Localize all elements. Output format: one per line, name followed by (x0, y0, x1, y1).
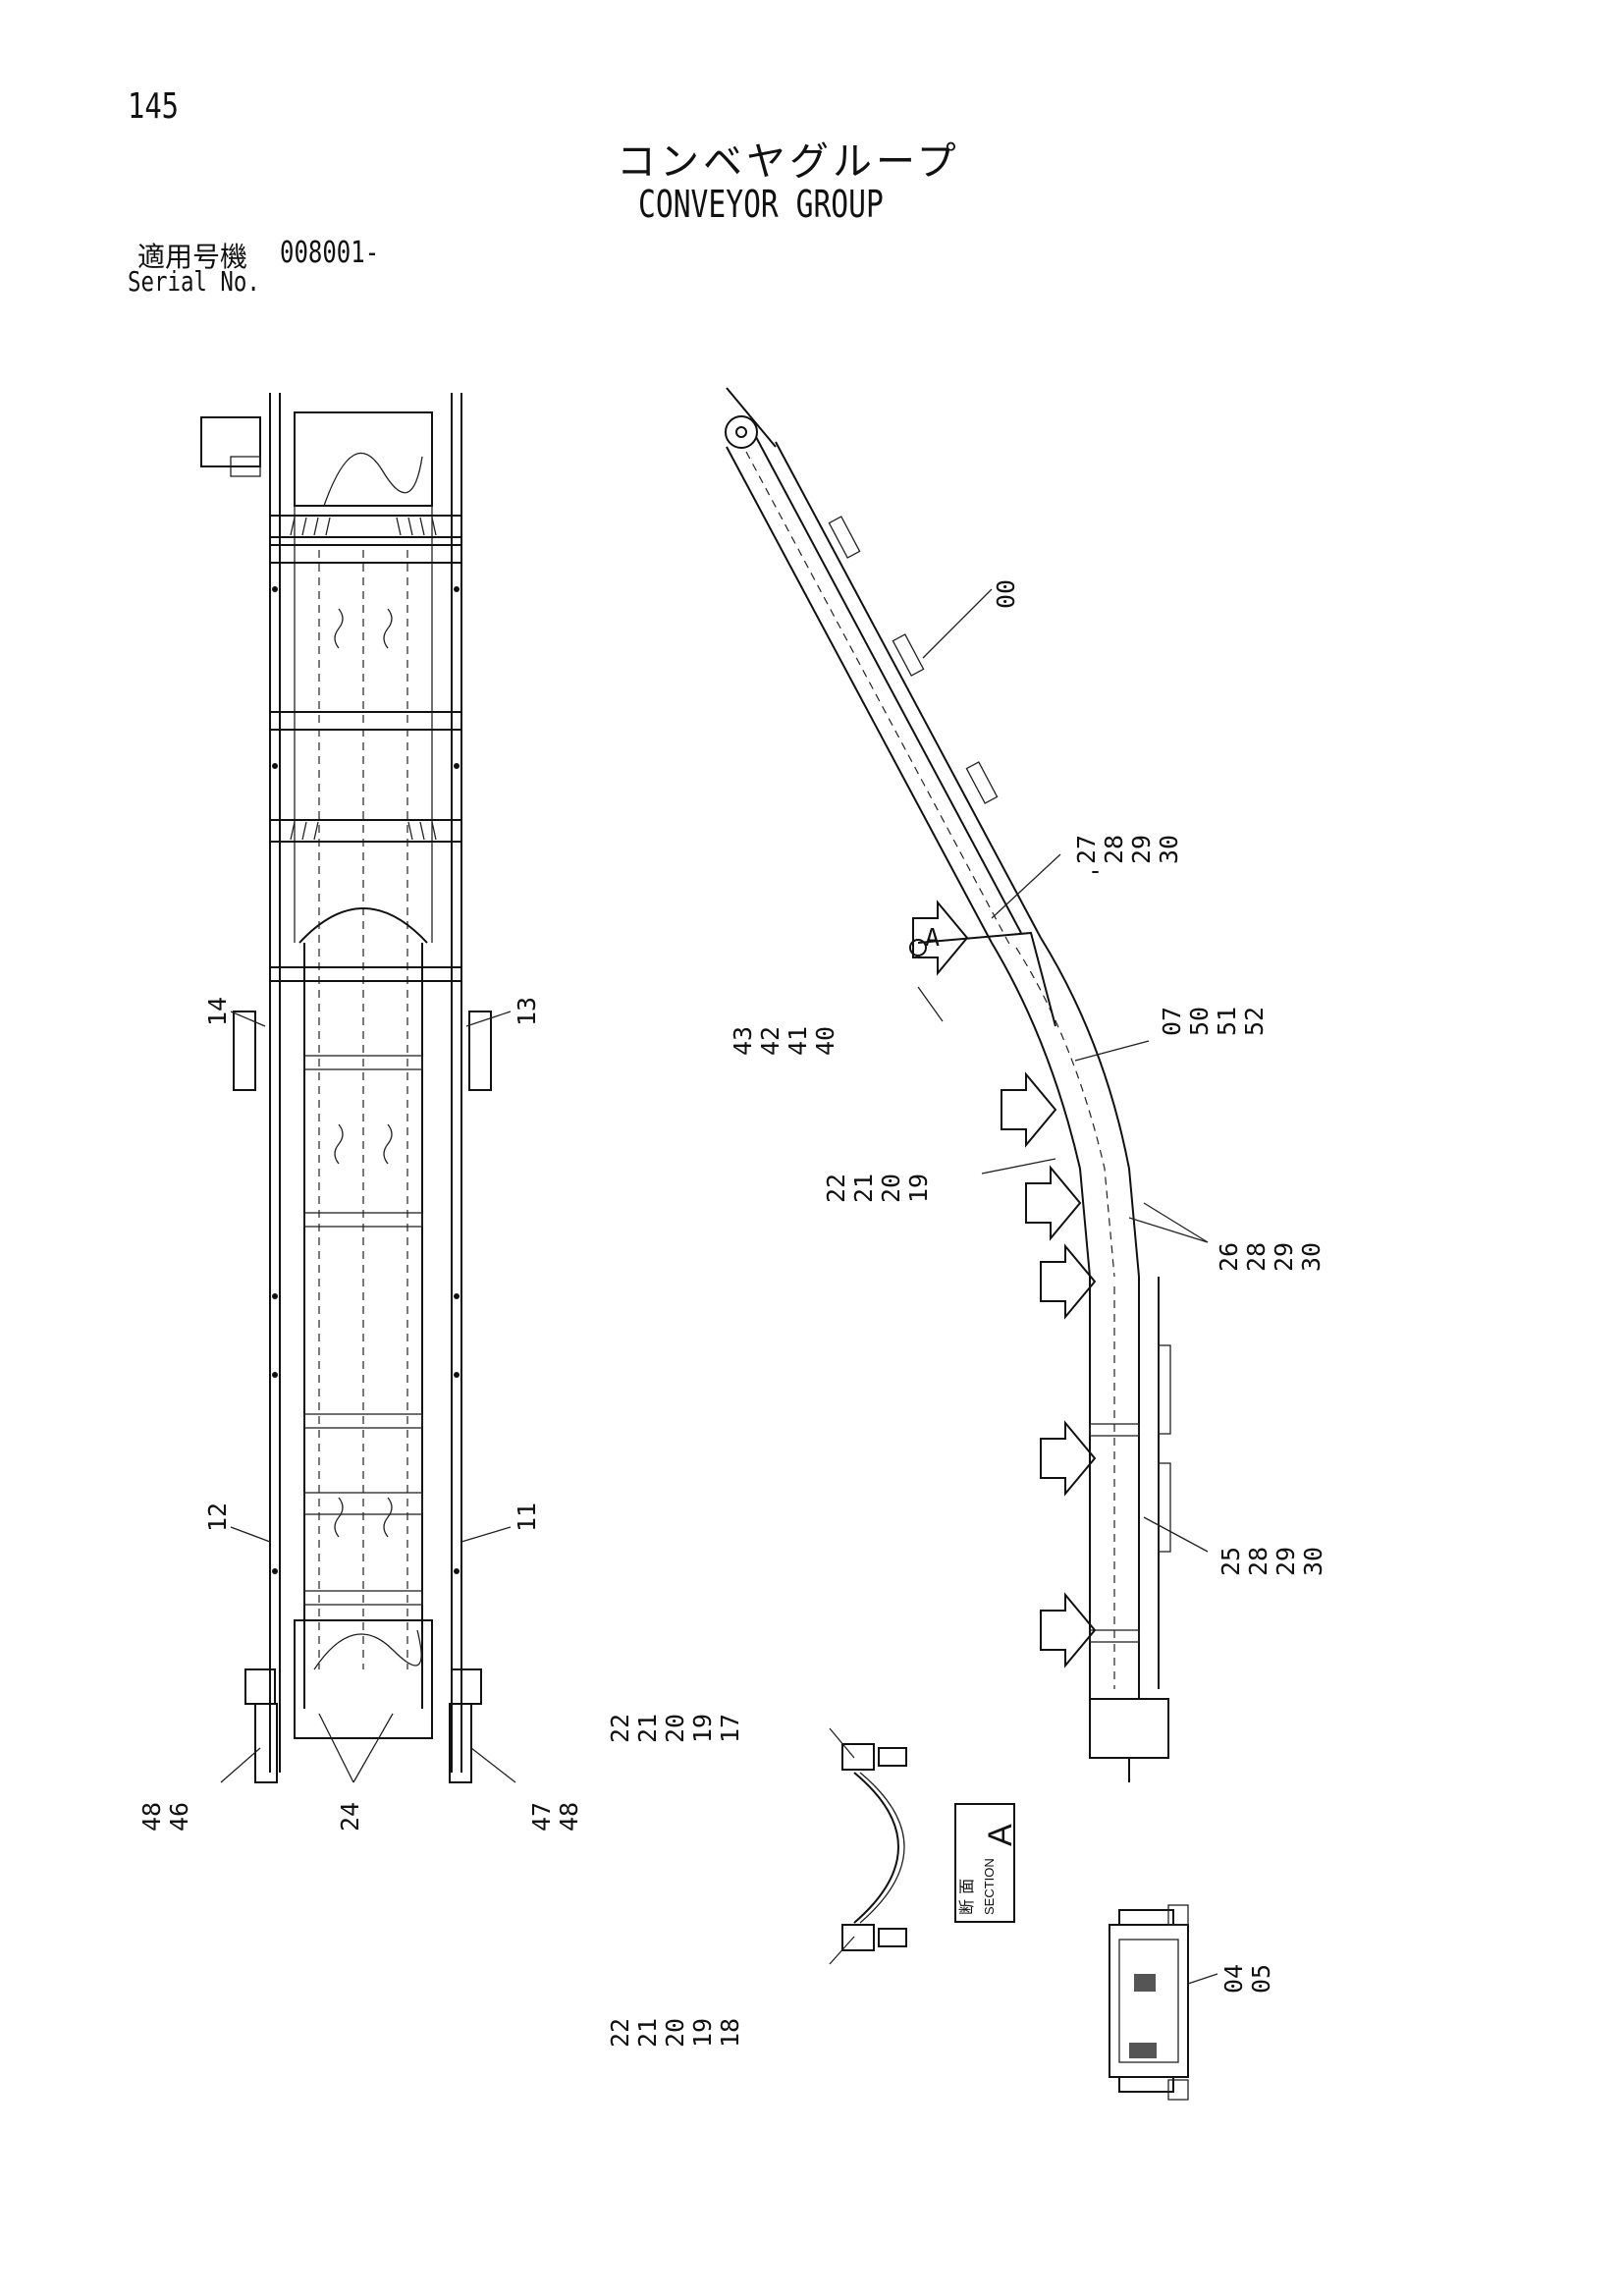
callout-22-item: 21 (849, 1174, 878, 1203)
callout-18-item: 18 (716, 2018, 744, 2048)
callout-07-item: 52 (1240, 1007, 1269, 1036)
callout-48-item: 48 (555, 1802, 583, 1831)
callout-26-item: 28 (1242, 1242, 1271, 1272)
callout-labels: 00 27 28 29 30 - 43 42 41 40 07 50 51 52… (137, 579, 1327, 2048)
callout-25-item: 28 (1244, 1547, 1272, 1576)
callout-26-item: 30 (1297, 1242, 1325, 1272)
callout-26-item: 26 (1215, 1242, 1243, 1272)
serial-number-value: 008001- (280, 236, 380, 270)
callout-27-item: 29 (1127, 835, 1156, 864)
section-mark-ja: 断 面 (957, 1879, 976, 1915)
callout-04-item: 04 (1219, 1964, 1248, 1994)
tail-section (1089, 1698, 1169, 1759)
callout-13: 13 (513, 997, 541, 1026)
part-04-detail (1109, 1904, 1189, 2101)
section-mark-box (954, 1803, 1015, 1923)
view-arrows: A (912, 900, 1097, 1668)
callout-11: 11 (513, 1503, 541, 1532)
callout-group-07: 07 50 51 52 (1158, 1007, 1269, 1036)
serial-label-english: Serial No. (128, 265, 260, 298)
callout-07-item: 50 (1185, 1007, 1214, 1036)
view-arrow-a-2 (1001, 1071, 1057, 1148)
leader-lines (220, 588, 1218, 1985)
callout-46-item: 46 (165, 1802, 193, 1831)
view-arrow-a-4 (1040, 1243, 1097, 1320)
section-mark-letter: A (982, 1824, 1019, 1846)
callout-07-item: 07 (1158, 1007, 1186, 1036)
title-english: CONVEYOR GROUP (638, 183, 884, 226)
callout-07-item: 51 (1213, 1007, 1241, 1036)
view-arrow-a-6 (1040, 1592, 1097, 1668)
callout-25-item: 29 (1271, 1547, 1300, 1576)
callout-43-item: 40 (811, 1026, 839, 1056)
callout-27-item: 27 (1072, 835, 1101, 864)
callout-25-item: 30 (1299, 1547, 1327, 1576)
callout-17-item: 22 (606, 1714, 634, 1743)
callout-group-22-upper: 22 21 20 19 (822, 1174, 933, 1203)
section-a-detail: 断 面 SECTION A (841, 1743, 1019, 1951)
callout-43-item: 43 (729, 1026, 757, 1056)
callout-18-item: 21 (633, 2018, 662, 2048)
callout-group-27: 27 28 29 30 - (1072, 835, 1183, 885)
conveyor-top-view (200, 393, 492, 1783)
callout-27-item: 28 (1100, 835, 1128, 864)
callout-27-item: 30 (1155, 835, 1183, 864)
callout-14: 14 (203, 997, 232, 1026)
title-japanese: コンベヤグループ (617, 139, 960, 185)
callout-17-item: 21 (633, 1714, 662, 1743)
callout-43-item: 42 (756, 1026, 784, 1056)
callout-00: 00 (992, 579, 1020, 609)
section-mark-en: SECTION (982, 1858, 997, 1915)
callout-group-48-46: 48 46 (137, 1802, 193, 1831)
callout-22-item: 20 (877, 1174, 905, 1203)
page-number: 145 (128, 86, 180, 127)
view-arrow-a-1: A (912, 900, 969, 976)
conveyor-side-view (725, 387, 1171, 1782)
callout-17-item: 20 (661, 1714, 689, 1743)
svg-text:A: A (925, 923, 940, 952)
callout-18-item: 19 (688, 2018, 717, 2048)
head-drum (294, 411, 433, 507)
callout-group-26: 26 28 29 30 (1215, 1242, 1325, 1272)
view-arrow-a-3 (1025, 1165, 1082, 1241)
tail-drum (294, 1619, 433, 1739)
svg-text:-: - (1088, 856, 1103, 885)
callout-26-item: 29 (1270, 1242, 1298, 1272)
callout-12: 12 (203, 1503, 232, 1532)
callout-group-47-48: 47 48 (527, 1802, 583, 1831)
callout-group-25: 25 28 29 30 (1217, 1547, 1327, 1576)
callout-43-item: 41 (784, 1026, 812, 1056)
callout-05-item: 05 (1247, 1964, 1275, 1994)
view-arrow-a-5 (1040, 1420, 1097, 1497)
callout-48-item: 48 (137, 1802, 166, 1831)
callout-group-17: 22 21 20 19 17 (606, 1714, 744, 1743)
callout-group-18: 22 21 20 19 18 (606, 2018, 744, 2048)
callout-47-item: 47 (527, 1802, 556, 1831)
head-pulley (725, 415, 758, 449)
callout-18-item: 22 (606, 2018, 634, 2048)
callout-22-item: 22 (822, 1174, 850, 1203)
callout-25-item: 25 (1217, 1547, 1245, 1576)
callout-18-item: 20 (661, 2018, 689, 2048)
callout-group-04-05: 04 05 (1219, 1964, 1275, 1994)
callout-22-item: 19 (904, 1174, 933, 1203)
serial-label-japanese: 適用号機 (137, 241, 248, 273)
callout-24: 24 (336, 1802, 364, 1831)
callout-17-item: 19 (688, 1714, 717, 1743)
callout-group-43: 43 42 41 40 (729, 1026, 839, 1056)
callout-17-item: 17 (716, 1714, 744, 1743)
